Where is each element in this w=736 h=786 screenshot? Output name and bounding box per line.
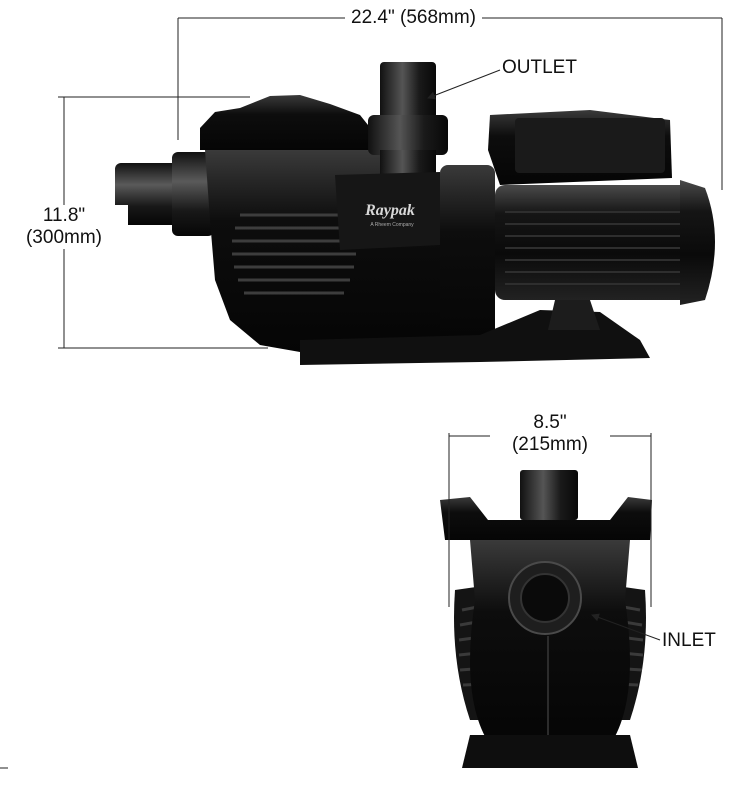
width-dimension-label: 8.5" (215mm)	[490, 412, 610, 456]
motor-end-cap	[680, 180, 715, 305]
motor-foot	[548, 300, 600, 330]
side-outlet-union	[368, 115, 448, 155]
brand-logo: Raypak	[364, 202, 415, 219]
dimension-lines-front	[0, 433, 661, 769]
front-outlet-pipe	[520, 470, 578, 520]
front-lid	[440, 497, 652, 540]
width-inches: 8.5"	[533, 412, 567, 433]
side-inlet-union	[172, 152, 214, 236]
control-box-cover	[515, 118, 665, 173]
inlet-leader	[591, 613, 661, 641]
outlet-leader	[427, 69, 501, 100]
inlet-callout-label: INLET	[662, 630, 716, 651]
motor-body	[495, 185, 690, 300]
brand-tagline: A Rheem Company	[370, 222, 414, 228]
housing-ribs	[232, 213, 360, 295]
outlet-callout-label: OUTLET	[502, 57, 577, 78]
height-millimeters: (300mm)	[25, 227, 102, 248]
front-inlet-port-inner	[520, 573, 570, 623]
pump-side-view: Raypak A Rheem Company	[115, 62, 715, 365]
height-inches: 11.8"	[42, 205, 86, 226]
side-outlet-pipe	[380, 62, 436, 122]
pump-front-view	[440, 470, 652, 768]
height-dimension-label: 11.8" (300mm)	[0, 205, 128, 249]
width-millimeters: (215mm)	[511, 434, 588, 455]
logo-panel	[335, 172, 440, 250]
strainer-lid	[200, 95, 372, 150]
front-base	[462, 735, 638, 768]
side-inlet-pipe	[115, 163, 185, 225]
motor-adapter	[440, 165, 495, 355]
length-dimension-label: 22.4" (568mm)	[345, 7, 483, 29]
motor-fins	[505, 199, 680, 285]
